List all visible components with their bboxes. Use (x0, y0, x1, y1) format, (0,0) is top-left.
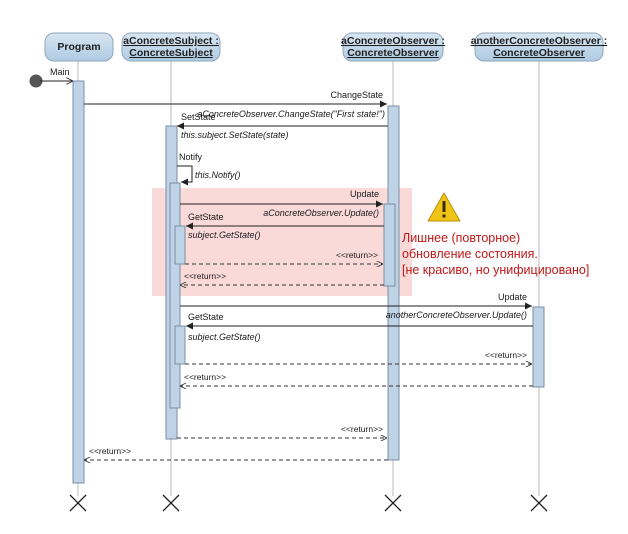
label-update1-call: aConcreteObserver.Update() (263, 208, 379, 218)
redundant-update-highlight (152, 188, 412, 296)
label-changestate: ChangeState (330, 90, 383, 100)
label-return-setstate: <<return>> (341, 424, 383, 434)
lifeline-title-observer: aConcreteObserver : (341, 35, 445, 47)
activation-subject-getstate1 (174, 225, 186, 265)
lifeline-type-another: ConcreteObserver (493, 47, 585, 59)
note-line-1: Лишнее (повторное) (402, 231, 520, 245)
message-notify (177, 165, 193, 186)
destroy-marker-another (530, 494, 548, 512)
activation-another-update (532, 306, 545, 388)
activation-program (72, 80, 85, 484)
label-changestate-call: aConcreteObserver.ChangeState("First sta… (197, 109, 385, 119)
lifeline-type-subject: ConcreteSubject (129, 47, 213, 59)
label-getstate2: GetState (188, 312, 224, 322)
activation-subject-getstate2 (174, 325, 186, 365)
label-notify: Notify (179, 152, 203, 162)
label-getstate2-call: subject.GetState() (188, 332, 261, 342)
label-update2-call: anotherConcreteObserver.Update() (386, 310, 527, 320)
label-notify-call: this.Notify() (195, 170, 241, 180)
label-return-getstate2: <<return>> (485, 350, 527, 360)
warning-icon (427, 192, 461, 222)
label-getstate1-call: subject.GetState() (188, 230, 261, 240)
activation-observer-update (383, 203, 396, 287)
label-update2: Update (498, 292, 527, 302)
destroy-marker-observer (384, 494, 402, 512)
lifeline-header-subject[interactable]: aConcreteSubject : ConcreteSubject (121, 32, 221, 62)
label-update1: Update (350, 189, 379, 199)
label-return-update1: <<return>> (184, 271, 226, 281)
initial-node (29, 74, 43, 88)
lifeline-header-program[interactable]: Program (44, 32, 114, 62)
lifeline-header-observer[interactable]: aConcreteObserver : ConcreteObserver (341, 32, 445, 62)
activation-subject-notify (169, 182, 181, 409)
note-line-2: обновление состояния. (402, 247, 538, 261)
label-return-changestate: <<return>> (89, 446, 131, 456)
label-setstate: SetState (181, 112, 216, 122)
destroy-marker-program (69, 494, 87, 512)
destroy-marker-subject (162, 494, 180, 512)
label-getstate1: GetState (188, 212, 224, 222)
lifeline-title-program: Program (57, 41, 100, 53)
label-main: Main (50, 67, 70, 77)
note-line-3: [не красиво, но унифицировано] (402, 263, 589, 277)
lifeline-header-another[interactable]: anotherConcreteObserver : ConcreteObserv… (471, 32, 608, 62)
lifeline-title-subject: aConcreteSubject : (123, 35, 219, 47)
label-return-getstate1: <<return>> (336, 250, 378, 260)
lifeline-type-observer: ConcreteObserver (347, 47, 439, 59)
label-setstate-call: this.subject.SetState(state) (181, 130, 289, 140)
lifeline-title-another: anotherConcreteObserver : (471, 35, 608, 47)
label-return-update2: <<return>> (184, 372, 226, 382)
